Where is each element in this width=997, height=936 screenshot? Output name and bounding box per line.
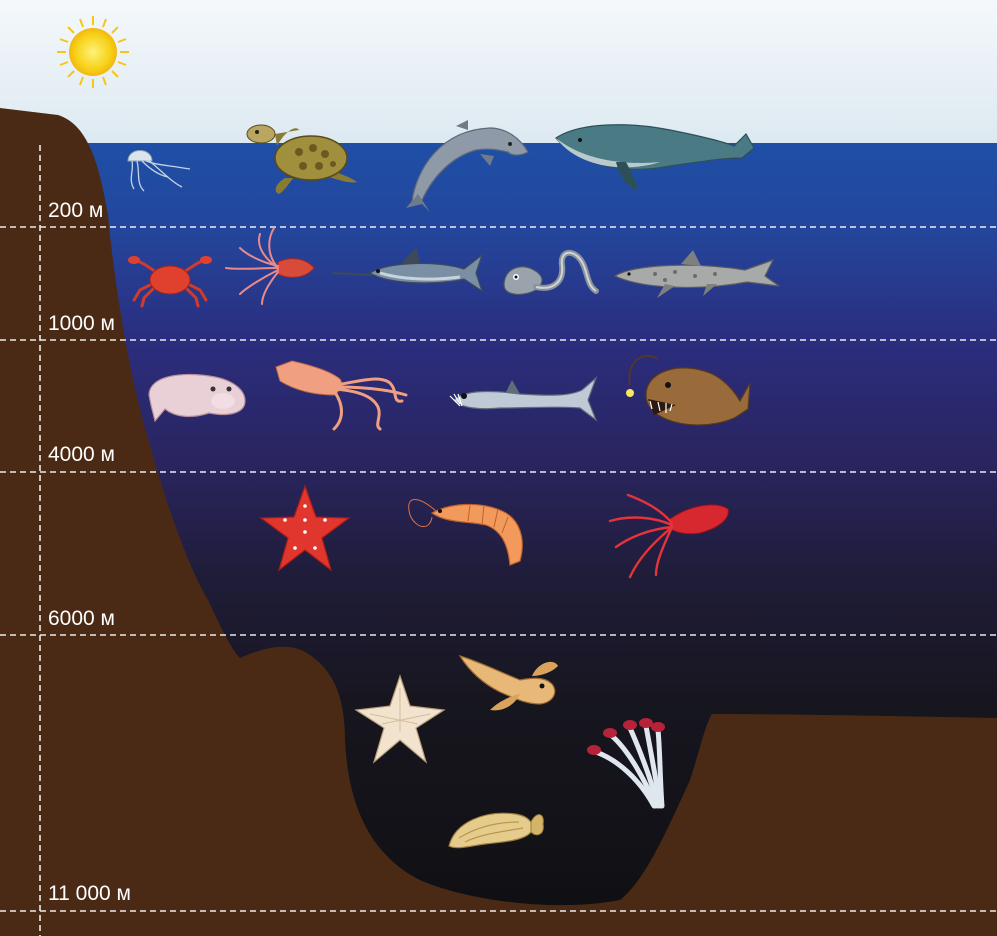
depth-label-200: 200 м bbox=[48, 199, 103, 223]
sky bbox=[0, 0, 997, 143]
depth-label-6000: 6000 м bbox=[48, 607, 115, 631]
depth-label-1000: 1000 м bbox=[48, 312, 115, 336]
depth-label-4000: 4000 м bbox=[48, 443, 115, 467]
depth-label-11000: 11 000 м bbox=[48, 882, 131, 906]
